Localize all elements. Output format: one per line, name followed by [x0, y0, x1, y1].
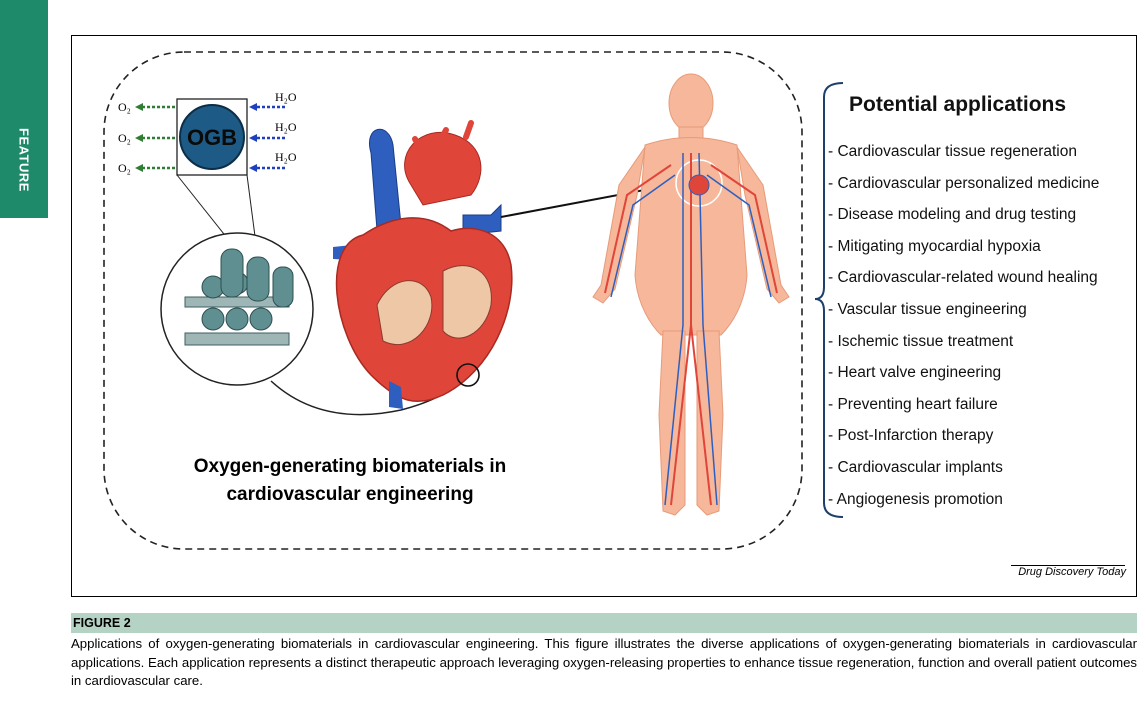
- figure-inner-title: Oxygen-generating biomaterials in cardio…: [193, 456, 507, 505]
- journal-name: Drug Discovery Today: [1018, 566, 1126, 578]
- application-item: - Ischemic tissue treatment: [828, 332, 1014, 350]
- application-item: - Cardiovascular-related wound healing: [828, 269, 1098, 287]
- human-body: [592, 73, 790, 516]
- o2-label-2: O₂: [118, 131, 131, 145]
- figure-caption: Applications of oxygen-generating biomat…: [71, 636, 1137, 688]
- application-item: - Cardiovascular tissue regeneration: [828, 143, 1077, 160]
- application-item: - Vascular tissue engineering: [828, 300, 1027, 318]
- applications-bracket: [814, 82, 844, 518]
- application-item: - Post-Infarction therapy: [828, 427, 994, 445]
- application-item: - Disease modeling and drug testing: [828, 206, 1077, 224]
- applications-list: - Cardiovascular tissue regeneration - C…: [828, 141, 1099, 520]
- h2o-label-2: H₂O: [275, 120, 297, 134]
- h2o-label-1: H₂O: [275, 90, 297, 104]
- figure-frame: [71, 35, 1137, 597]
- o2-arrows: [135, 103, 175, 172]
- application-item: - Angiogenesis promotion: [828, 490, 1003, 508]
- ogb-label: OGB: [187, 125, 237, 150]
- side-tab: FEATURE: [0, 0, 48, 218]
- application-item: - Heart valve engineering: [828, 364, 1002, 382]
- journal-rule: [1011, 565, 1125, 566]
- side-tab-label: FEATURE: [16, 128, 32, 192]
- application-item: - Mitigating myocardial hypoxia: [828, 237, 1041, 255]
- scaffold-circle: [160, 232, 314, 386]
- h2o-arrows: [249, 103, 285, 172]
- ogb-sphere: [179, 104, 245, 170]
- o2-label-1: O₂: [118, 100, 131, 114]
- figure-label-bar: [71, 613, 1137, 633]
- applications-title: Potential applications: [849, 93, 1067, 116]
- application-item: - Cardiovascular personalized medicine: [828, 174, 1100, 192]
- figure-illustration: OGB O₂ O₂ O₂ H₂O H₂O H₂O: [103, 51, 844, 550]
- heart-illustration: [333, 120, 513, 409]
- dashed-boundary: [103, 51, 803, 550]
- h2o-label-3: H₂O: [275, 150, 297, 164]
- o2-label-3: O₂: [118, 161, 131, 175]
- application-item: - Preventing heart failure: [828, 395, 998, 413]
- application-item: - Cardiovascular implants: [828, 458, 1003, 476]
- figure-label: FIGURE 2: [73, 616, 131, 630]
